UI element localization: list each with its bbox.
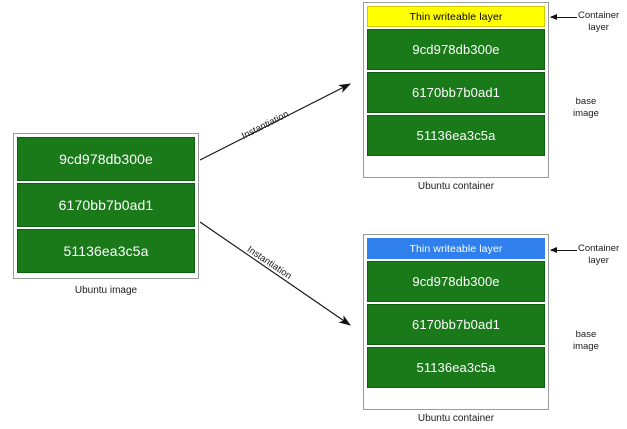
container-layer-note-top-line1: Container	[578, 10, 620, 21]
ubuntu-container-bottom-caption: Ubuntu container	[417, 413, 495, 424]
container-layer-note-top: Container layer	[578, 10, 619, 34]
ubuntu-container-top-box[interactable]: Thin writeable layer 9cd978db300e 6170bb…	[363, 2, 549, 178]
thin-writeable-layer-blue[interactable]: Thin writeable layer	[367, 238, 545, 259]
ubuntu-image-box[interactable]: 9cd978db300e 6170bb7b0ad1 51136ea3c5a	[13, 133, 199, 279]
container-layer-note-bottom: Container layer	[578, 243, 619, 267]
image-layer-3[interactable]: 51136ea3c5a	[17, 229, 195, 273]
container-layer-note-bottom-line1: Container	[578, 243, 620, 254]
container-top-layer-3[interactable]: 51136ea3c5a	[367, 115, 545, 156]
container-bottom-layer-2[interactable]: 6170bb7b0ad1	[367, 304, 545, 345]
base-image-note-bottom-line1: base	[575, 329, 597, 340]
container-top-layer-2[interactable]: 6170bb7b0ad1	[367, 72, 545, 113]
arrow-label-instantiation-top: Instantiation	[240, 108, 291, 142]
base-image-note-bottom: base image	[573, 329, 599, 353]
container-layer-note-bottom-line2: layer	[588, 255, 609, 266]
ubuntu-container-top-caption: Ubuntu container	[417, 181, 495, 192]
container-layer-note-top-line2: layer	[588, 22, 609, 33]
arrow-label-instantiation-bottom: Instantiation	[244, 244, 294, 282]
image-layer-1[interactable]: 9cd978db300e	[17, 137, 195, 181]
base-image-note-top-line2: image	[573, 108, 599, 119]
thin-writeable-layer-yellow[interactable]: Thin writeable layer	[367, 6, 545, 27]
container-layer-pointer-top	[550, 14, 577, 20]
container-bottom-layer-3[interactable]: 51136ea3c5a	[367, 347, 545, 388]
base-image-note-bottom-line2: image	[573, 341, 599, 352]
ubuntu-image-caption: Ubuntu image	[74, 285, 138, 296]
container-bottom-layer-1[interactable]: 9cd978db300e	[367, 261, 545, 302]
base-image-note-top: base image	[573, 96, 599, 120]
container-layer-pointer-bottom	[550, 247, 577, 253]
container-top-layer-1[interactable]: 9cd978db300e	[367, 29, 545, 70]
base-image-note-top-line1: base	[575, 96, 597, 107]
image-layer-2[interactable]: 6170bb7b0ad1	[17, 183, 195, 227]
ubuntu-container-bottom-box[interactable]: Thin writeable layer 9cd978db300e 6170bb…	[363, 234, 549, 410]
